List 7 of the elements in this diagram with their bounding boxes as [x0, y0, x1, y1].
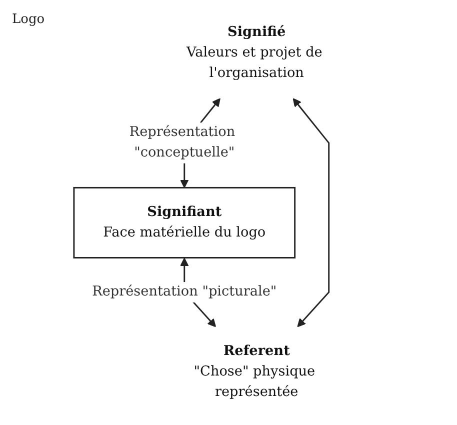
node-text: Signifié Valeurs et projet de l'organisation — [186, 24, 322, 81]
arrow — [292, 98, 330, 328]
edge-label: Représentation "conceptuelle" — [129, 124, 236, 160]
edge-label: Représentation "picturale" — [92, 284, 277, 300]
diagram-label: Logo — [12, 12, 45, 27]
node-text: Referent "Chose" physique représentée — [194, 343, 316, 400]
node-box: Signifiant Face matérielle du logo — [73, 186, 296, 258]
